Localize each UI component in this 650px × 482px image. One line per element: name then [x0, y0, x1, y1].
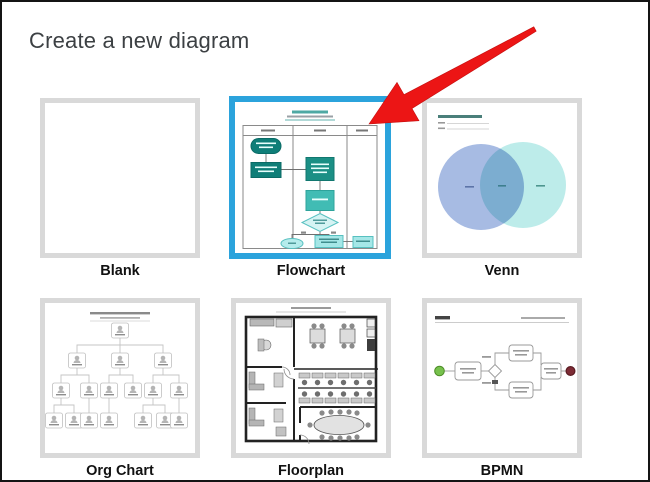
template-label-blank: Blank	[100, 263, 140, 279]
bpmn-thumbnail	[434, 316, 576, 399]
template-card-blank[interactable]	[40, 98, 200, 258]
venn-thumbnail	[438, 115, 566, 230]
blank-thumbnail	[45, 103, 195, 253]
template-label-venn: Venn	[484, 263, 520, 279]
template-card-org-chart[interactable]	[40, 298, 200, 458]
org-chart-thumbnail	[45, 312, 188, 429]
template-card-flowchart[interactable]	[229, 96, 391, 259]
template-label-floorplan: Floorplan	[277, 463, 345, 479]
page-title: Create a new diagram	[29, 28, 250, 53]
template-card-floorplan[interactable]	[231, 298, 391, 458]
template-card-venn[interactable]	[422, 98, 582, 258]
template-card-bpmn[interactable]	[422, 298, 582, 458]
flowchart-thumbnail	[242, 110, 378, 249]
floorplan-thumbnail	[244, 307, 378, 445]
template-label-flowchart: Flowchart	[276, 263, 346, 279]
template-label-bpmn: BPMN	[480, 463, 524, 479]
template-label-org-chart: Org Chart	[86, 463, 154, 479]
